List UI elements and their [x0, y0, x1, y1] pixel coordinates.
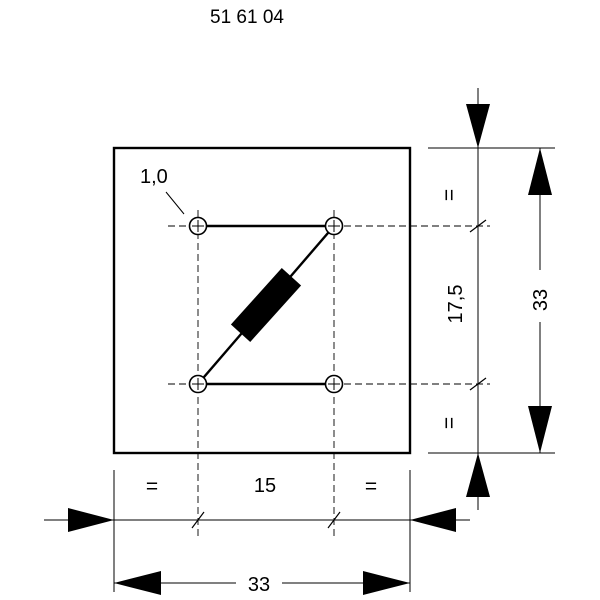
- equal-sign-bottom: =: [438, 417, 461, 429]
- pitch-horizontal-label: 15: [254, 475, 276, 497]
- arrow-left-outer: [114, 571, 161, 595]
- board-outline: [112, 146, 412, 455]
- component-body: [230, 268, 302, 342]
- hole-diameter-label: 1,0: [140, 166, 168, 188]
- pitch-vertical-label: 17,5: [445, 285, 467, 324]
- equal-sign-right: =: [365, 475, 377, 498]
- equal-sign-left: =: [146, 475, 158, 498]
- tick-mark: [191, 511, 205, 529]
- height-total-label: 33: [530, 289, 552, 311]
- tick-mark: [469, 219, 487, 233]
- arrow-down-outer: [528, 406, 552, 453]
- arrow-down-top: [466, 104, 490, 148]
- arrow-right-left: [68, 508, 114, 532]
- tick-mark: [469, 377, 487, 391]
- arrow-right-outer: [363, 571, 410, 595]
- arrow-up-outer: [528, 148, 552, 195]
- width-total-label: 33: [248, 574, 270, 596]
- arrow-up-bottom: [466, 453, 490, 497]
- tick-mark: [327, 511, 341, 529]
- arrow-left-right: [410, 508, 456, 532]
- hole-diameter-leader: [165, 191, 185, 215]
- equal-sign-top: =: [438, 189, 461, 201]
- part-number: 51 61 04: [210, 7, 284, 28]
